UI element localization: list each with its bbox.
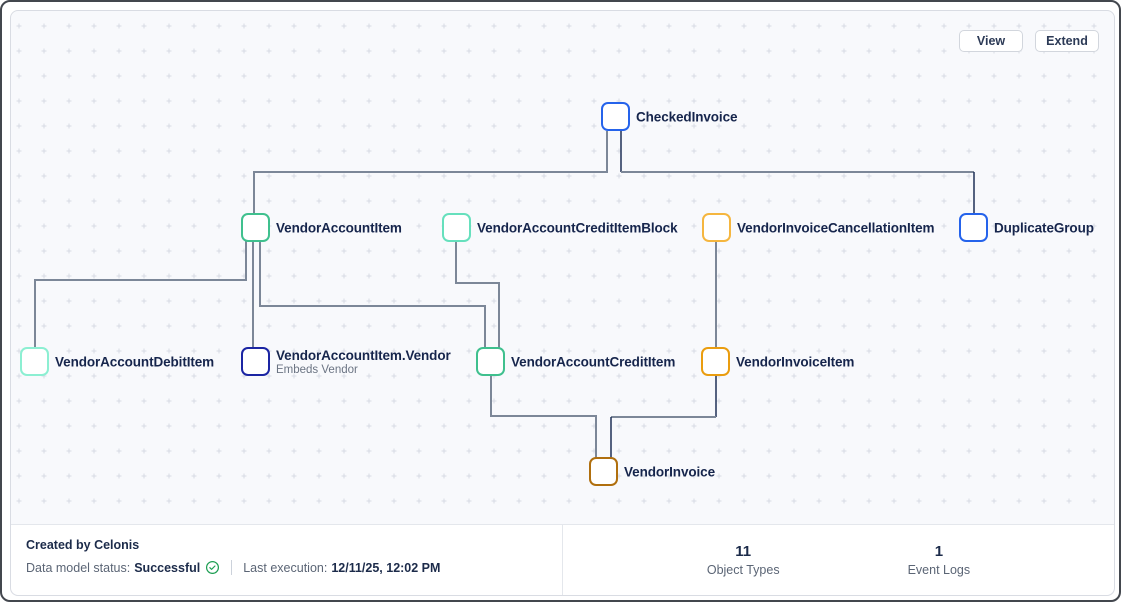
node-sublabel-text: Embeds Vendor xyxy=(276,363,358,376)
node-vendor-invoice-cancellation-item[interactable] xyxy=(702,213,731,242)
node-label-vendor-account-credit-item: VendorAccountCreditItem xyxy=(511,354,675,369)
node-label-text: VendorAccountItem.Vendor xyxy=(276,347,451,363)
footer-stats: 11 Object Types 1 Event Logs xyxy=(563,525,1114,595)
node-label-text: VendorAccountCreditItem xyxy=(511,354,676,369)
node-label-text: VendorInvoice xyxy=(624,464,715,479)
node-duplicate-group[interactable] xyxy=(959,213,988,242)
node-label-vendor-invoice-cancellation-item: VendorInvoiceCancellationItem xyxy=(737,220,935,235)
created-by-text: Created by Celonis xyxy=(26,538,140,552)
status-divider xyxy=(231,560,233,575)
status-row: Data model status: Successful Last execu… xyxy=(26,560,562,575)
node-vendor-account-item[interactable] xyxy=(241,213,270,242)
footer-bar: Created by Celonis Data model status: Su… xyxy=(11,524,1114,595)
extend-button[interactable]: Extend xyxy=(1035,30,1099,52)
node-label-vendor-invoice: VendorInvoice xyxy=(624,464,715,479)
node-vendor-account-credit-item[interactable] xyxy=(476,347,505,376)
last-execution-value: 12/11/25, 12:02 PM xyxy=(331,560,441,575)
stat-event-logs: 1 Event Logs xyxy=(908,543,971,577)
node-label-vendor-account-item: VendorAccountItem xyxy=(276,220,402,235)
node-label-text: VendorAccountCreditItemBlock xyxy=(477,220,678,235)
node-label-vendor-invoice-item: VendorInvoiceItem xyxy=(736,354,854,369)
status-label: Data model status: xyxy=(26,560,131,575)
status-value: Successful xyxy=(134,560,201,575)
stat-object-types: 11 Object Types xyxy=(707,543,780,577)
diagram-panel xyxy=(10,10,1115,596)
node-label-text: VendorInvoiceCancellationItem xyxy=(737,220,935,235)
view-button[interactable]: View xyxy=(959,30,1023,52)
node-vendor-account-credit-item-block[interactable] xyxy=(442,213,471,242)
last-execution-label: Last execution: xyxy=(243,560,328,575)
node-label-vendor-account-credit-item-block: VendorAccountCreditItemBlock xyxy=(477,220,678,235)
node-label-vendor-account-debit-item: VendorAccountDebitItem xyxy=(55,354,214,369)
footer-vertical-divider xyxy=(562,525,563,595)
node-vendor-invoice[interactable] xyxy=(589,457,618,486)
node-label-duplicate-group: DuplicateGroup xyxy=(994,220,1094,235)
node-label-text: DuplicateGroup xyxy=(994,220,1094,235)
node-label-text: VendorInvoiceItem xyxy=(736,354,855,369)
node-vendor-account-debit-item[interactable] xyxy=(20,347,49,376)
object-types-count: 11 xyxy=(735,543,752,560)
event-logs-count: 1 xyxy=(934,543,944,560)
object-types-label: Object Types xyxy=(706,563,780,577)
event-logs-label: Event Logs xyxy=(907,563,971,577)
node-vendor-account-item-vendor[interactable] xyxy=(241,347,270,376)
check-circle-icon xyxy=(205,560,220,575)
footer-info: Created by Celonis Data model status: Su… xyxy=(11,525,562,595)
node-label-text: VendorAccountItem xyxy=(276,220,402,235)
node-vendor-invoice-item[interactable] xyxy=(701,347,730,376)
node-label-text: VendorAccountDebitItem xyxy=(55,354,215,369)
node-label-checked-invoice: CheckedInvoice xyxy=(636,109,738,124)
node-label-text: CheckedInvoice xyxy=(636,109,738,124)
node-checked-invoice[interactable] xyxy=(601,102,630,131)
